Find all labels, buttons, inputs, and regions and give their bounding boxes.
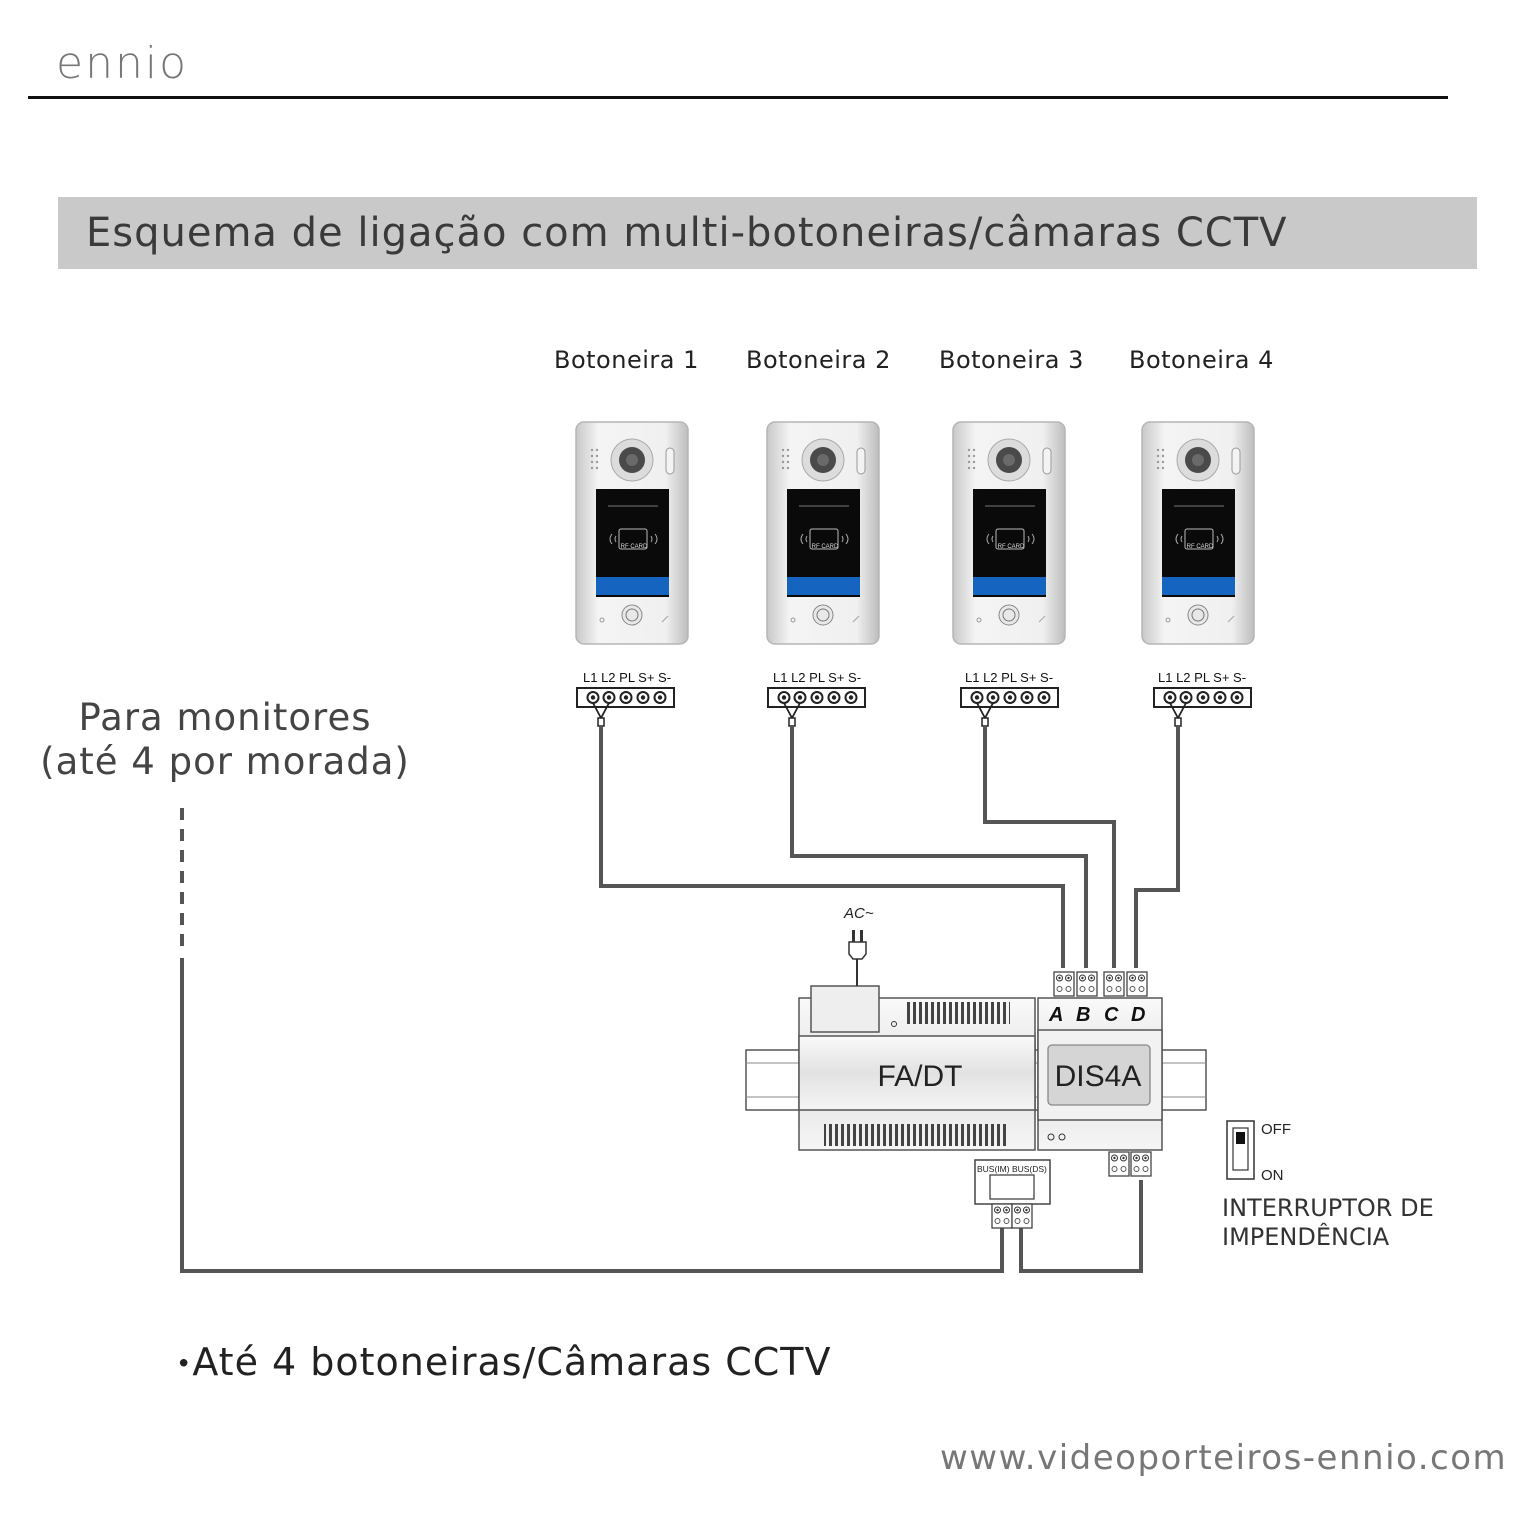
- impedance-switch: OFF ON: [1226, 1120, 1291, 1184]
- distributor-unit: DIS4A A B C D: [1037, 971, 1163, 1177]
- page-title: Esquema de ligação com multi-botoneiras/…: [58, 197, 1477, 269]
- monitors-note: Para monitores (até 4 por morada): [20, 696, 430, 784]
- switch-caption-line-2: IMPENDÊNCIA: [1222, 1223, 1390, 1251]
- panel-label-3: Botoneira 3: [939, 346, 1084, 374]
- panel-wires: [599, 726, 1180, 968]
- power-supply-label: FA/DT: [877, 1060, 962, 1093]
- terminal-labels-3: L1 L2 PL S+ S-: [965, 670, 1053, 685]
- ac-label: AC~: [843, 905, 874, 922]
- wire-panel-4: [1134, 726, 1180, 968]
- switch-caption-line-1: INTERRUPTOR DE: [1222, 1194, 1434, 1222]
- rf-card-label-1: RF CARD: [621, 544, 648, 550]
- wire-panel-2: [790, 726, 1088, 968]
- bus-labels: BUS(IM) BUS(DS): [977, 1164, 1047, 1174]
- distributor-label: DIS4A: [1055, 1060, 1142, 1093]
- door-panel-4: [1141, 421, 1255, 645]
- monitors-line-1: Para monitores: [78, 696, 372, 739]
- terminal-labels-4: L1 L2 PL S+ S-: [1158, 670, 1246, 685]
- panel-label-4: Botoneira 4: [1129, 346, 1274, 374]
- brand-logo: ennio: [56, 38, 188, 89]
- terminal-block-1: [576, 687, 675, 727]
- bus-terminal: BUS(IM) BUS(DS): [974, 1159, 1051, 1229]
- bullet-dot: •: [176, 1349, 193, 1380]
- feature-bullet: •Até 4 botoneiras/Câmaras CCTV: [176, 1340, 832, 1384]
- feature-bullet-text: Até 4 botoneiras/Câmaras CCTV: [192, 1340, 832, 1384]
- port-label-b: B: [1076, 1004, 1090, 1026]
- rf-card-label-3: RF CARD: [998, 544, 1025, 550]
- impedance-switch-caption: INTERRUPTOR DE IMPENDÊNCIA: [1222, 1194, 1434, 1252]
- panel-label-1: Botoneira 1: [554, 346, 699, 374]
- rf-card-label-4: RF CARD: [1187, 544, 1214, 550]
- website-url[interactable]: www.videoporteiros-ennio.com: [940, 1438, 1508, 1478]
- wire-panel-1: [599, 726, 1065, 968]
- door-panel-2: [766, 421, 880, 645]
- terminal-block-2: [767, 687, 866, 727]
- door-panel-1: [575, 421, 689, 645]
- terminal-block-3: [960, 687, 1059, 727]
- terminal-block-4: [1153, 687, 1252, 727]
- header-divider: [28, 96, 1448, 99]
- terminal-labels-2: L1 L2 PL S+ S-: [773, 670, 861, 685]
- wire-panel-3: [983, 726, 1116, 968]
- switch-off-label: OFF: [1261, 1121, 1291, 1138]
- terminal-labels-1: L1 L2 PL S+ S-: [583, 670, 671, 685]
- bus-wire: [1019, 1180, 1143, 1273]
- port-label-d: D: [1131, 1004, 1145, 1026]
- panel-label-2: Botoneira 2: [746, 346, 891, 374]
- port-label-a: A: [1048, 1004, 1063, 1026]
- ac-plug: AC~: [843, 905, 874, 986]
- monitors-line-2: (até 4 por morada): [40, 740, 410, 783]
- rf-card-label-2: RF CARD: [812, 544, 839, 550]
- power-supply-unit: FA/DT: [798, 985, 1036, 1151]
- port-label-c: C: [1104, 1004, 1119, 1026]
- switch-on-label: ON: [1261, 1167, 1284, 1184]
- monitor-wire: [180, 958, 1004, 1273]
- door-panel-3: [952, 421, 1066, 645]
